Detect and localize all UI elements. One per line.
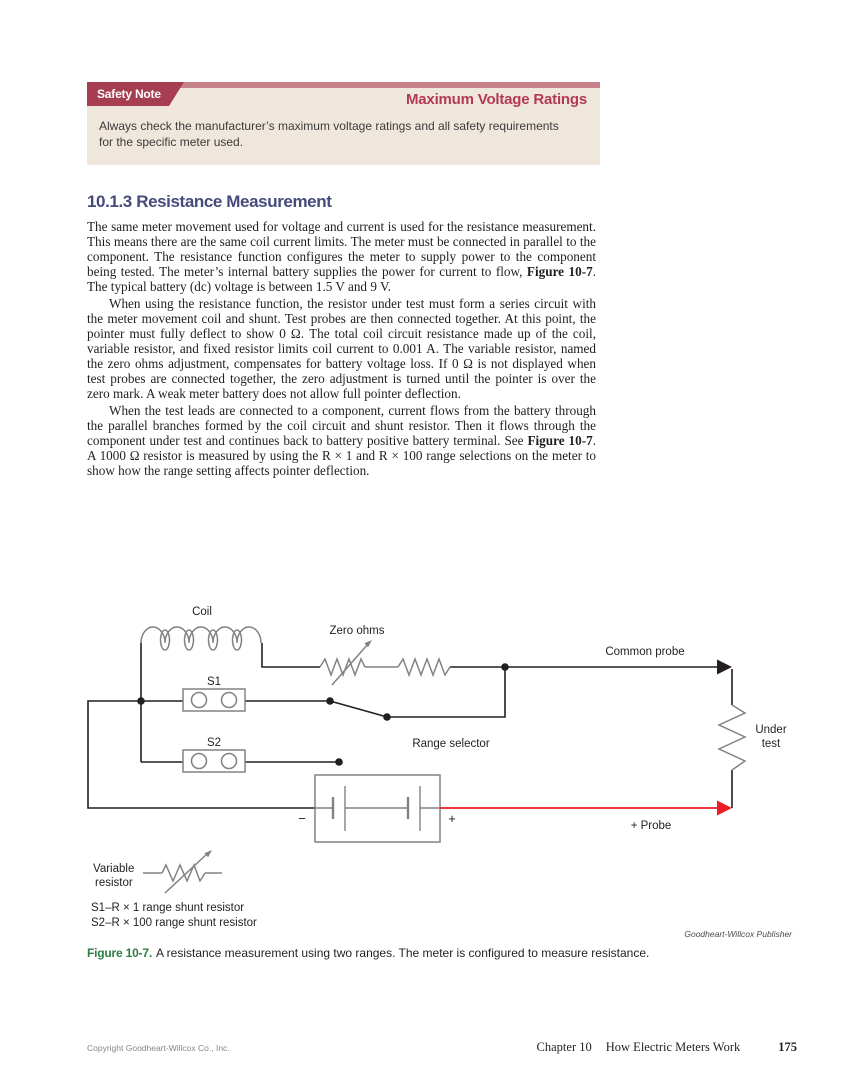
s1-label: S1 [207, 676, 221, 688]
battery-symbol [314, 774, 441, 843]
zero-ohms-label: Zero ohms [330, 625, 385, 637]
range-selector-label: Range selector [412, 738, 490, 750]
body-text: The same meter movement used for voltage… [87, 219, 596, 478]
circuit-wires [87, 643, 733, 809]
paragraph: When using the resistance function, the … [87, 296, 596, 401]
under-test-resistor [717, 704, 747, 771]
variable-resistor-label-line1: Variable [93, 863, 134, 875]
footer-page-number: 175 [778, 1040, 797, 1054]
fixed-resistor [397, 656, 451, 678]
coil-symbol [140, 626, 262, 651]
section-heading: 10.1.3 Resistance Measurement [87, 192, 332, 211]
footer-chapter-title: How Electric Meters Work [605, 1040, 741, 1054]
safety-note-top-strip [87, 82, 600, 88]
variable-resistor-legend-symbol [143, 850, 222, 894]
s1-shunt-resistor [182, 688, 246, 712]
variable-resistor-label-line2: resistor [95, 877, 133, 889]
coil-label: Coil [192, 606, 212, 618]
safety-note-tab: Safety Note [87, 82, 184, 106]
figure-caption-label: Figure 10-7. [87, 946, 152, 960]
battery-plus-sign: + [448, 811, 456, 826]
plus-probe-label: + Probe [631, 820, 672, 832]
figure-caption-text: A resistance measurement using two range… [155, 946, 650, 960]
figure-caption: Figure 10-7.A resistance measurement usi… [87, 946, 792, 960]
publisher-credit: Goodheart-Willcox Publisher [684, 929, 792, 939]
plus-probe-wire [440, 800, 732, 816]
s2-label: S2 [207, 737, 221, 749]
legend-s1-text: S1–R × 1 range shunt resistor [91, 902, 244, 914]
safety-note-tab-label: Safety Note [97, 87, 161, 101]
under-test-label-line1: Under [755, 724, 786, 736]
battery-minus-sign: − [298, 811, 306, 826]
under-test-label-line2: test [762, 738, 781, 750]
junction-dots [137, 663, 509, 766]
footer-chapter: Chapter 10 [536, 1040, 592, 1054]
safety-note-title: Maximum Voltage Ratings [406, 91, 587, 108]
footer-running-head: Chapter 10 How Electric Meters Work 175 [537, 1040, 797, 1055]
paragraph: When the test leads are connected to a c… [87, 403, 596, 478]
s2-shunt-resistor [182, 749, 246, 773]
common-probe-arrowhead [717, 659, 732, 675]
footer-copyright: Copyright Goodheart-Willcox Co., Inc. [87, 1043, 230, 1053]
zero-ohms-variable-resistor [319, 640, 398, 686]
legend-s2-text: S2–R × 100 range shunt resistor [91, 917, 257, 929]
safety-note-body: Always check the manufacturer’s maximum … [99, 119, 559, 149]
safety-note-box: Safety Note Maximum Voltage Ratings Alwa… [87, 82, 600, 165]
paragraph: The same meter movement used for voltage… [87, 219, 596, 294]
circuit-diagram: Coil Zero ohms Common probe S1 S2 Range … [87, 606, 787, 929]
common-probe-label: Common probe [605, 646, 684, 658]
